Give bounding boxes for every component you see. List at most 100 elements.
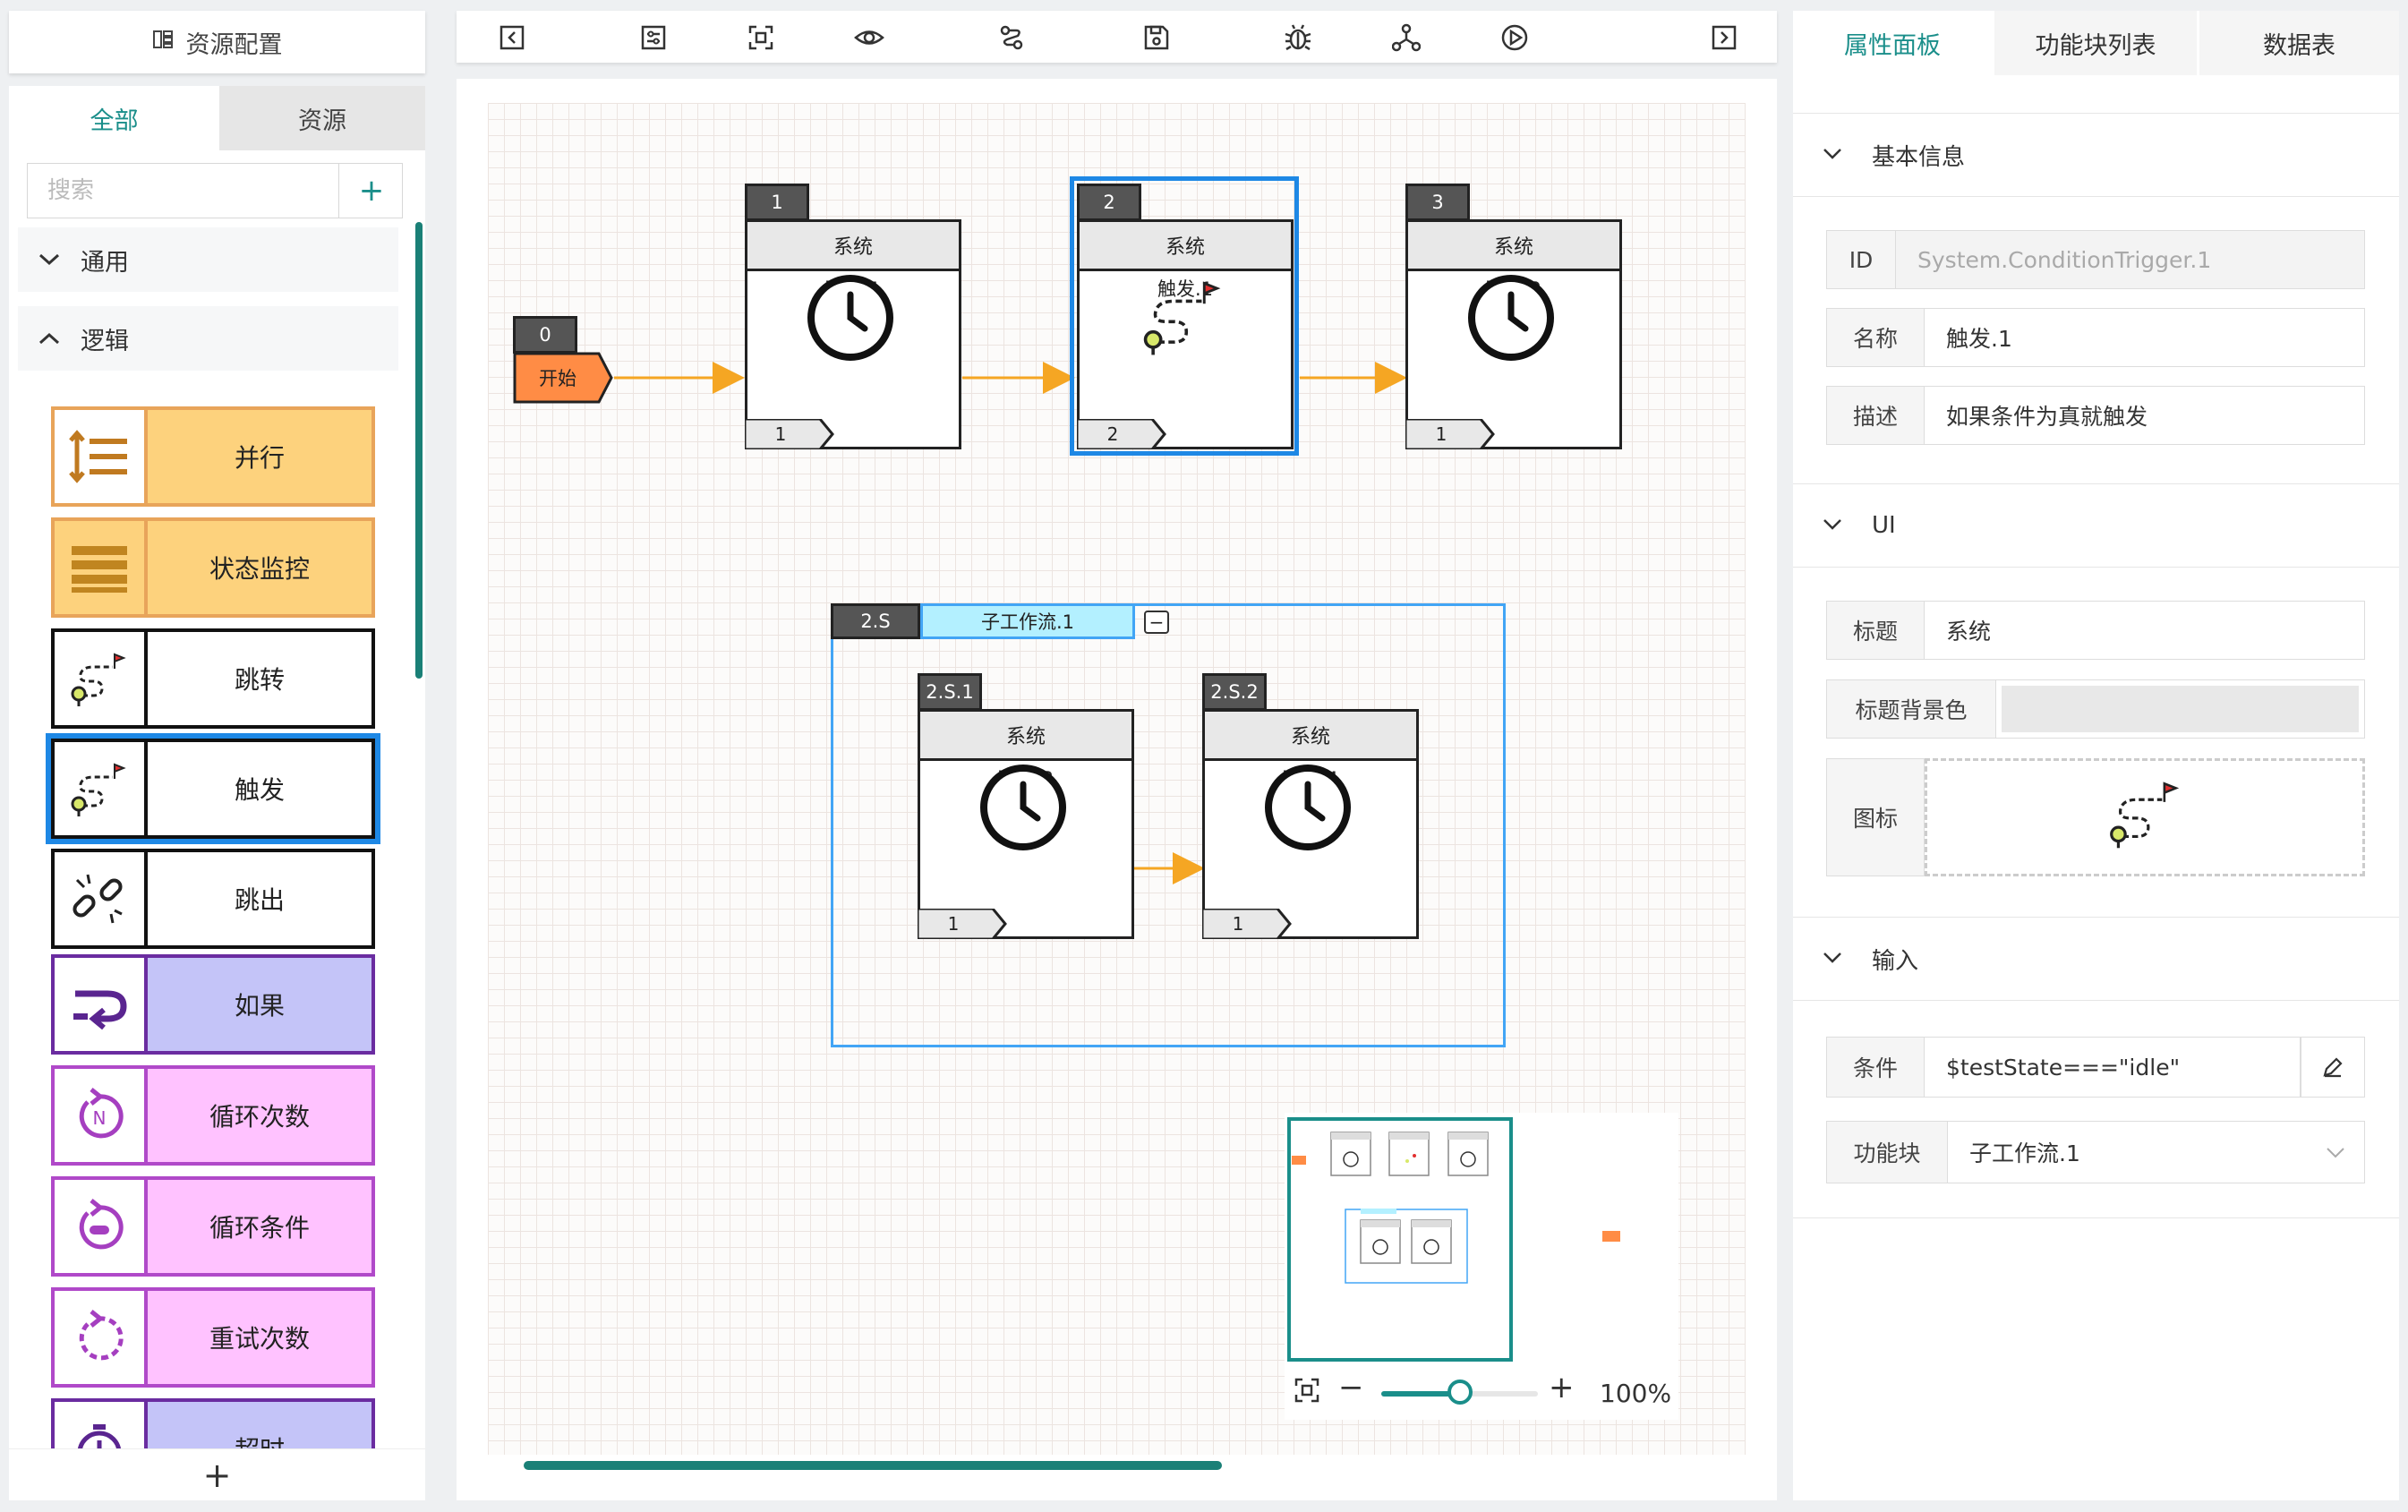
prop-function-block-label: 功能块 [1826, 1121, 1948, 1183]
tab-resources-label: 资源 [298, 107, 346, 135]
fit-view-icon[interactable] [1294, 1377, 1320, 1407]
left-panel-add-button[interactable]: + [9, 1448, 425, 1500]
prop-description-input[interactable]: 如果条件为真就触发 [1925, 386, 2365, 445]
subflow-container[interactable] [831, 603, 1506, 1047]
minimap-preview [1292, 1132, 1620, 1284]
canvas-horizontal-scrollbar[interactable] [524, 1461, 1222, 1470]
right-panel-divider [1793, 1217, 2399, 1218]
node-output-port[interactable]: 1 [918, 909, 1007, 939]
zoom-slider-handle[interactable] [1447, 1380, 1473, 1405]
settings-sliders-icon[interactable] [636, 20, 671, 56]
start-node[interactable]: 0 开始 [513, 316, 613, 406]
subflow-tag: 2.S [831, 603, 920, 639]
left-panel-scrollbar[interactable] [415, 222, 423, 679]
node-tag: 3 [1405, 184, 1470, 221]
tool-trigger[interactable]: 触发 [46, 733, 380, 844]
run-play-icon[interactable] [1497, 20, 1533, 56]
prop-title-input[interactable]: 系统 [1925, 601, 2365, 660]
port-label: 1 [1232, 913, 1244, 935]
section-input[interactable]: 输入 [1793, 917, 2399, 1001]
tool-status-monitor[interactable]: 状态监控 [51, 517, 375, 618]
tab-all[interactable]: 全部 [9, 86, 219, 150]
tab-data-table[interactable]: 数据表 [2199, 11, 2399, 75]
save-icon[interactable] [1139, 20, 1174, 56]
resource-config-icon [152, 29, 174, 56]
tool-jump[interactable]: 跳转 [51, 628, 375, 729]
node-delay-1[interactable]: 1 系统 延时.1 1 [745, 184, 961, 449]
debug-bug-icon[interactable] [1280, 20, 1316, 56]
tool-loop-condition[interactable]: 循环条件 [51, 1176, 375, 1277]
prop-title-bg-color-picker[interactable] [1996, 679, 2365, 739]
tool-break[interactable]: 跳出 [51, 849, 375, 949]
status-list-icon [55, 521, 148, 614]
tool-if[interactable]: 如果 [51, 954, 375, 1055]
clock-icon [745, 264, 956, 372]
tool-loop-condition-label: 循环条件 [209, 1213, 310, 1243]
tool-retry-count[interactable]: 重试次数 [51, 1287, 375, 1388]
tool-parallel[interactable]: 并行 [51, 406, 375, 507]
preview-eye-icon[interactable] [851, 20, 887, 56]
tab-block-list-label: 功能块列表 [2035, 31, 2156, 60]
prop-id-label: ID [1826, 230, 1896, 289]
topology-icon[interactable] [1388, 20, 1424, 56]
add-resource-button[interactable]: + [338, 164, 404, 218]
tool-loop-count[interactable]: N 循环次数 [51, 1065, 375, 1166]
minimap[interactable] [1285, 1113, 1678, 1420]
node-output-port[interactable]: 1 [745, 419, 834, 449]
category-logic[interactable]: 逻辑 [18, 306, 398, 371]
zoom-slider-fill [1381, 1391, 1460, 1397]
minimap-viewport[interactable] [1287, 1117, 1513, 1362]
flow-icon[interactable] [994, 20, 1029, 56]
canvas-toolbar [457, 11, 1777, 63]
retry-icon [55, 1291, 148, 1384]
zoom-out-button[interactable]: − [1338, 1370, 1364, 1405]
category-general-label: 通用 [81, 248, 129, 277]
tab-resources[interactable]: 资源 [219, 86, 425, 150]
node-tag: 1 [745, 184, 809, 221]
start-node-shape [513, 352, 613, 404]
prop-id-value: System.ConditionTrigger.1 [1896, 230, 2365, 289]
svg-text:N: N [93, 1107, 107, 1129]
node-delay-4[interactable]: 2.S.2 系统 延时.4 1 [1202, 673, 1419, 939]
zoom-in-button[interactable]: + [1549, 1370, 1575, 1405]
section-ui[interactable]: UI [1793, 483, 2399, 568]
search-input[interactable] [28, 164, 337, 218]
tab-properties[interactable]: 属性面板 [1793, 11, 1992, 75]
section-basic-info[interactable]: 基本信息 [1793, 113, 2399, 197]
parallel-icon [55, 410, 148, 503]
prop-name-input[interactable]: 触发.1 [1925, 308, 2365, 367]
prop-title: 标题 系统 [1826, 601, 2365, 660]
node-delay-3[interactable]: 2.S.1 系统 延时.3 1 [918, 673, 1134, 939]
category-logic-label: 逻辑 [81, 327, 129, 355]
chevron-down-icon [1793, 144, 1872, 167]
collapse-left-icon[interactable] [494, 20, 530, 56]
subflow-name[interactable]: 子工作流.1 [920, 603, 1135, 639]
prop-title-bg-color: 标题背景色 [1826, 679, 2365, 739]
node-delay-2[interactable]: 3 系统 延时.2 1 [1405, 184, 1622, 449]
function-block-select[interactable]: 子工作流.1 [1948, 1121, 2365, 1183]
node-body: 系统 延时.4 [1202, 709, 1419, 939]
node-tag: 2.S.1 [918, 673, 982, 711]
tool-parallel-label: 并行 [234, 443, 285, 473]
collapse-right-icon[interactable] [1706, 20, 1742, 56]
node-title: 系统 [1205, 712, 1416, 761]
node-output-port[interactable]: 2 [1077, 419, 1166, 449]
route-icon [55, 742, 148, 835]
subflow-collapse-button[interactable]: − [1144, 611, 1169, 634]
left-footer-add-label: + [202, 1455, 232, 1495]
icon-upload-area[interactable] [1925, 758, 2365, 876]
prop-condition-input[interactable]: $testState==="idle" [1925, 1037, 2301, 1098]
tab-block-list[interactable]: 功能块列表 [1994, 11, 2197, 75]
edit-pencil-icon[interactable] [2301, 1037, 2365, 1098]
node-body: 系统 延时.3 [918, 709, 1134, 939]
node-trigger-1[interactable]: 2 系统 触发.1 2 [1070, 176, 1299, 456]
port-label: 1 [1435, 423, 1447, 445]
node-output-port[interactable]: 1 [1405, 419, 1495, 449]
tool-if-label: 如果 [234, 991, 285, 1021]
node-output-port[interactable]: 1 [1202, 909, 1292, 939]
category-general[interactable]: 通用 [18, 227, 398, 292]
loop-n-icon: N [55, 1069, 148, 1162]
prop-condition: 条件 $testState==="idle" [1826, 1037, 2365, 1098]
fit-icon[interactable] [743, 20, 779, 56]
prop-icon: 图标 [1826, 758, 2365, 876]
